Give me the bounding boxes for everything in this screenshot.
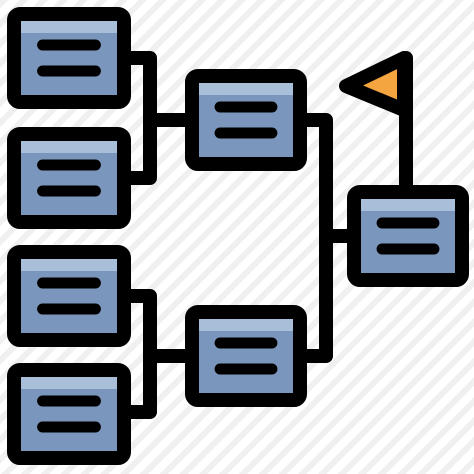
semifinal-box-1 <box>185 69 307 171</box>
box-body <box>347 185 469 287</box>
semifinal-box-2 <box>185 305 307 407</box>
box-highlight <box>21 259 117 271</box>
box-body <box>7 7 131 109</box>
box-highlight <box>199 319 293 331</box>
entry-box-1 <box>7 7 131 109</box>
box-highlight <box>21 141 117 153</box>
connector-r1-lower <box>117 289 197 363</box>
box-body <box>7 245 131 347</box>
flag-cloth <box>339 51 411 117</box>
final-box <box>347 185 469 287</box>
connector-r1-upper <box>117 113 157 185</box>
flag-icon <box>339 51 411 117</box>
connector-r1-bottom <box>117 349 157 419</box>
entry-box-4 <box>7 363 131 465</box>
bracket-boxes <box>7 7 469 465</box>
entry-box-2 <box>7 127 131 229</box>
box-highlight <box>21 377 117 389</box>
connector-semi-bottom <box>293 229 333 363</box>
box-body <box>7 127 131 229</box>
box-highlight <box>199 83 293 95</box>
box-highlight <box>361 199 455 211</box>
box-body <box>7 363 131 465</box>
connector-semi-top <box>293 113 359 243</box>
connector-r1-top <box>117 51 197 127</box>
box-body <box>185 305 307 407</box>
entry-box-3 <box>7 245 131 347</box>
box-body <box>185 69 307 171</box>
box-highlight <box>21 21 117 33</box>
